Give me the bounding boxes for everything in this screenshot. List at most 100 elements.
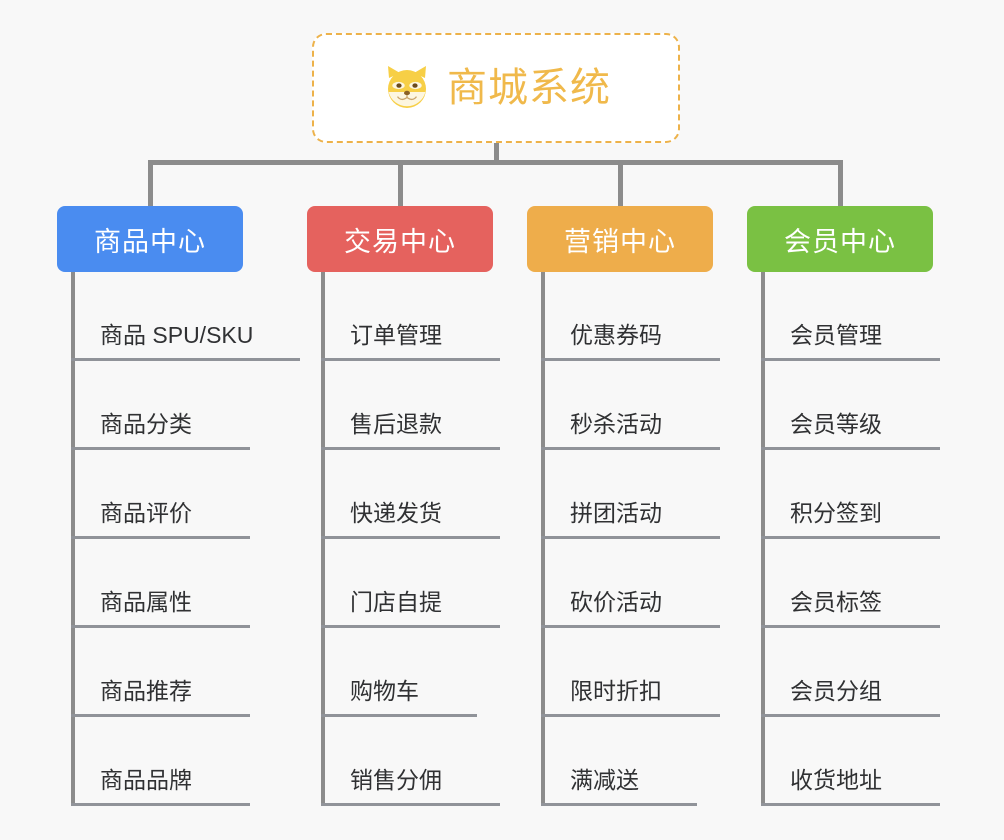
shiba-dog-icon xyxy=(381,62,433,114)
root-node-shop-system[interactable]: 商城系统 xyxy=(312,33,680,143)
leaf-item[interactable]: 快递发货 xyxy=(307,450,547,539)
leaf-item[interactable]: 商品分类 xyxy=(57,361,297,450)
leaf-underline xyxy=(321,536,500,539)
leaf-underline xyxy=(541,447,720,450)
leaf-item-label: 快递发货 xyxy=(350,500,442,526)
leaf-item[interactable]: 会员标签 xyxy=(747,539,987,628)
leaf-item[interactable]: 拼团活动 xyxy=(527,450,767,539)
leaf-item-label: 砍价活动 xyxy=(570,589,662,615)
leaf-underline xyxy=(761,625,940,628)
leaf-item[interactable]: 商品评价 xyxy=(57,450,297,539)
leaf-item-label: 拼团活动 xyxy=(570,500,662,526)
leaf-item-label: 优惠券码 xyxy=(570,322,662,348)
leaf-item[interactable]: 订单管理 xyxy=(307,272,547,361)
leaf-item[interactable]: 销售分佣 xyxy=(307,717,547,806)
leaf-item-label: 会员标签 xyxy=(790,589,882,615)
connector-horizontal-bus xyxy=(148,160,842,165)
leaf-item-label: 销售分佣 xyxy=(350,767,442,793)
leaf-list-member-center: 会员管理会员等级积分签到会员标签会员分组收货地址 xyxy=(747,272,987,806)
leaf-underline xyxy=(321,625,500,628)
leaf-item-label: 商品推荐 xyxy=(100,678,192,704)
leaf-item-label: 满减送 xyxy=(570,767,639,793)
leaf-underline xyxy=(761,358,940,361)
category-column-product-center: 商品中心商品 SPU/SKU 商品分类商品评价商品属性商品推荐商品品牌 xyxy=(57,206,300,806)
connector-root-stem xyxy=(494,143,499,163)
connector-drop-3 xyxy=(618,160,623,206)
category-box-product-center[interactable]: 商品中心 xyxy=(57,206,243,272)
leaf-underline xyxy=(761,447,940,450)
leaf-item-label: 会员分组 xyxy=(790,678,882,704)
leaf-list-marketing-center: 优惠券码秒杀活动拼团活动砍价活动限时折扣满减送 xyxy=(527,272,767,806)
leaf-underline xyxy=(321,447,500,450)
leaf-underline xyxy=(761,536,940,539)
leaf-underline xyxy=(321,803,500,806)
leaf-item[interactable]: 会员管理 xyxy=(747,272,987,361)
leaf-item[interactable]: 满减送 xyxy=(527,717,767,806)
leaf-underline xyxy=(71,714,250,717)
leaf-underline xyxy=(761,714,940,717)
category-box-trade-center[interactable]: 交易中心 xyxy=(307,206,493,272)
leaf-item-label: 限时折扣 xyxy=(570,678,662,704)
category-box-member-center[interactable]: 会员中心 xyxy=(747,206,933,272)
connector-spine-member-center xyxy=(761,272,765,806)
leaf-underline xyxy=(541,714,720,717)
leaf-item-label: 收货地址 xyxy=(790,767,882,793)
connector-spine-trade-center xyxy=(321,272,325,806)
leaf-item[interactable]: 砍价活动 xyxy=(527,539,767,628)
leaf-underline xyxy=(71,358,300,361)
connector-spine-marketing-center xyxy=(541,272,545,806)
leaf-list-trade-center: 订单管理售后退款快递发货门店自提购物车销售分佣 xyxy=(307,272,547,806)
leaf-item-label: 商品属性 xyxy=(100,589,192,615)
leaf-underline xyxy=(321,714,477,717)
leaf-item[interactable]: 限时折扣 xyxy=(527,628,767,717)
connector-drop-4 xyxy=(838,160,843,206)
leaf-item-label: 秒杀活动 xyxy=(570,411,662,437)
connector-spine-product-center xyxy=(71,272,75,806)
leaf-item[interactable]: 优惠券码 xyxy=(527,272,767,361)
leaf-item-label: 售后退款 xyxy=(350,411,442,437)
connector-drop-2 xyxy=(398,160,403,206)
leaf-item-label: 会员管理 xyxy=(790,322,882,348)
leaf-item[interactable]: 积分签到 xyxy=(747,450,987,539)
leaf-underline xyxy=(71,803,250,806)
leaf-item[interactable]: 售后退款 xyxy=(307,361,547,450)
leaf-list-product-center: 商品 SPU/SKU 商品分类商品评价商品属性商品推荐商品品牌 xyxy=(57,272,300,806)
leaf-item[interactable]: 购物车 xyxy=(307,628,547,717)
leaf-item-label: 商品评价 xyxy=(100,500,192,526)
leaf-item-label: 会员等级 xyxy=(790,411,882,437)
category-label: 交易中心 xyxy=(344,226,456,257)
leaf-item-label: 商品品牌 xyxy=(100,767,192,793)
root-title: 商城系统 xyxy=(447,66,611,110)
leaf-item[interactable]: 会员分组 xyxy=(747,628,987,717)
category-label: 商品中心 xyxy=(94,226,206,257)
leaf-underline xyxy=(71,447,250,450)
category-column-member-center: 会员中心会员管理会员等级积分签到会员标签会员分组收货地址 xyxy=(747,206,987,806)
leaf-item[interactable]: 门店自提 xyxy=(307,539,547,628)
connector-drop-1 xyxy=(148,160,153,206)
leaf-item-label: 商品分类 xyxy=(100,411,192,437)
leaf-item[interactable]: 商品推荐 xyxy=(57,628,297,717)
leaf-item-label: 积分签到 xyxy=(790,500,882,526)
leaf-item-label: 门店自提 xyxy=(350,589,442,615)
leaf-item[interactable]: 收货地址 xyxy=(747,717,987,806)
leaf-item-label: 商品 SPU/SKU xyxy=(100,322,254,348)
leaf-item-label: 购物车 xyxy=(350,678,419,704)
leaf-item-label: 订单管理 xyxy=(350,322,442,348)
leaf-item[interactable]: 商品品牌 xyxy=(57,717,297,806)
leaf-underline xyxy=(541,803,697,806)
leaf-item[interactable]: 商品 SPU/SKU xyxy=(57,272,300,361)
leaf-underline xyxy=(71,625,250,628)
category-column-trade-center: 交易中心订单管理售后退款快递发货门店自提购物车销售分佣 xyxy=(307,206,547,806)
category-box-marketing-center[interactable]: 营销中心 xyxy=(527,206,713,272)
leaf-underline xyxy=(71,536,250,539)
leaf-underline xyxy=(541,625,720,628)
leaf-underline xyxy=(541,536,720,539)
leaf-underline xyxy=(761,803,940,806)
category-column-marketing-center: 营销中心优惠券码秒杀活动拼团活动砍价活动限时折扣满减送 xyxy=(527,206,767,806)
leaf-item[interactable]: 会员等级 xyxy=(747,361,987,450)
leaf-underline xyxy=(321,358,500,361)
leaf-item[interactable]: 商品属性 xyxy=(57,539,297,628)
leaf-item[interactable]: 秒杀活动 xyxy=(527,361,767,450)
category-label: 营销中心 xyxy=(564,226,676,257)
